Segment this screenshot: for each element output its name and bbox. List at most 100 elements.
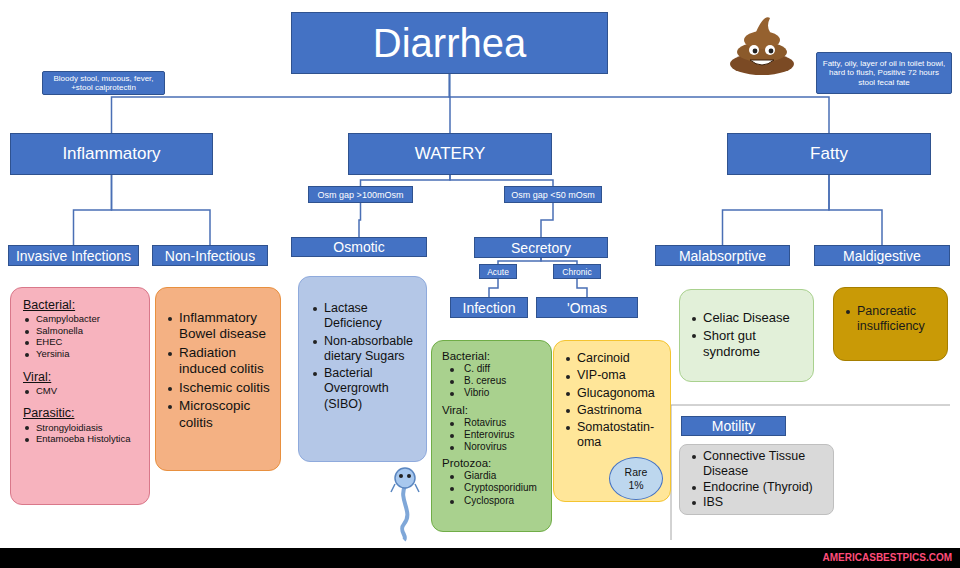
node-text: VIP-oma (564, 368, 666, 383)
tree-connector (112, 175, 211, 245)
node-text: Cyclospora (442, 495, 545, 507)
tree-connector (829, 175, 882, 245)
tree-connector (541, 203, 553, 237)
node-text: Pancreatic insufficiency (844, 304, 941, 335)
node-text: Protozoa: (442, 456, 545, 470)
node-text: Endocrine (Thyroid) (690, 480, 827, 495)
node-text: Glucagonoma (564, 386, 666, 401)
category-box: WATERY (348, 133, 552, 175)
node-text: Radiation induced colitis (166, 345, 274, 378)
tree-connector (74, 175, 112, 245)
section-divider (671, 405, 950, 540)
node-text: Parasitic: (23, 406, 141, 421)
cause-list-box: Lactase DeficiencyNon-absorbable dietary… (298, 276, 427, 462)
node-text: Somatostatin-oma (564, 420, 666, 451)
node-text: Enterovirus (442, 429, 545, 441)
node-text: Inflammatory Bowel disease (166, 310, 274, 343)
title-box: Diarrhea (291, 12, 608, 74)
node-text: WATERY (415, 144, 486, 164)
node-text: Infection (463, 300, 516, 316)
node-text: Osm gap <50 mOsm (511, 190, 594, 200)
node-text: 1% (628, 479, 643, 491)
tree-connector (723, 175, 830, 245)
node-text: Rotavirus (442, 417, 545, 429)
node-text: CMV (23, 385, 141, 397)
node-text: Giardia (442, 470, 545, 482)
node-text: Fatty (810, 144, 848, 164)
node-text: Campylobacter (23, 313, 141, 325)
node-text: Bacterial: (442, 349, 545, 363)
subcategory-box: Invasive Infections (8, 245, 139, 266)
category-box: Fatty (727, 133, 931, 175)
node-text: Celiac Disease (690, 310, 807, 326)
node-text: Cryptosporidium (442, 482, 545, 494)
node-text: Salmonella (23, 325, 141, 337)
node-text: Strongyloidiasis (23, 422, 141, 434)
node-text: Short gut syndrome (690, 328, 807, 360)
poop-emoji (730, 17, 794, 75)
node-text: IBS (690, 495, 827, 510)
tree-connector (359, 203, 361, 237)
node-text: Ischemic colitis (166, 380, 274, 396)
node-text: EHEC (23, 336, 141, 348)
cause-list-box: Bacterial:C. diffB. cereusVibrioViral:Ro… (431, 340, 552, 532)
tree-connector (489, 279, 498, 297)
node-text: 'Omas (567, 300, 607, 316)
callout-box: Fatty, oily, layer of oil in toilet bowl… (816, 52, 952, 94)
subcategory-box: Non-Infectious (152, 245, 268, 266)
node-text: Chronic (562, 267, 591, 277)
category-box: Inflammatory (10, 133, 213, 175)
node-text: Bloody stool, mucous, fever, +stool calp… (46, 74, 161, 92)
onset-chip: Chronic (553, 264, 601, 279)
node-text: Malabsorptive (679, 248, 766, 264)
node-text: Yersinia (23, 348, 141, 360)
tree-connector (361, 175, 451, 186)
subcategory-box: Secretory (474, 237, 608, 258)
cause-list-box: Connective Tissue DiseaseEndocrine (Thyr… (679, 444, 834, 515)
node-text: Carcinoid (564, 351, 666, 366)
node-text: Non-Infectious (165, 248, 255, 264)
node-text: Osm gap >100mOsm (318, 190, 404, 200)
node-text: Non-absorbable dietary Sugars (311, 334, 420, 365)
subcategory-box: Infection (450, 297, 528, 318)
watermark: AMERICASBESTPICS.COM (823, 551, 952, 565)
node-text: Vibrio (442, 387, 545, 399)
node-text: Lactase Deficiency (311, 301, 420, 332)
node-text: Norovirus (442, 441, 545, 453)
node-text: Microscopic colitis (166, 398, 274, 431)
cause-list-box: Inflammatory Bowel diseaseRadiation indu… (155, 287, 281, 471)
node-text: Rare (625, 466, 648, 478)
tree-connector (450, 175, 553, 186)
node-text: Bacterial Overgrowth (SIBO) (311, 366, 420, 412)
callout-box: Bloody stool, mucous, fever, +stool calp… (42, 71, 165, 95)
node-text: Bacterial: (23, 298, 141, 313)
cause-list-box: Celiac DiseaseShort gut syndrome (679, 289, 814, 382)
node-text: Viral: (442, 403, 545, 417)
node-text: Diarrhea (373, 21, 526, 66)
cause-list-box: Bacterial:CampylobacterSalmonellaEHECYer… (10, 287, 150, 505)
node-text: Fatty, oily, layer of oil in toilet bowl… (820, 59, 948, 87)
tree-connector (450, 74, 830, 133)
node-text: Entamoeba Histolytica (23, 433, 141, 445)
node-text: B. cereus (442, 375, 545, 387)
osm-gap-chip: Osm gap >100mOsm (308, 186, 413, 203)
node-text: Maldigestive (843, 248, 921, 264)
node-text: Viral: (23, 370, 141, 385)
cause-list-box: Pancreatic insufficiency (833, 287, 948, 361)
node-text: Osmotic (333, 239, 384, 255)
osm-gap-chip: Osm gap <50 mOsm (504, 186, 602, 203)
subcategory-box: Maldigestive (814, 245, 950, 266)
onset-chip: Acute (479, 264, 517, 279)
node-text: Inflammatory (62, 144, 160, 164)
subcategory-box: Motility (681, 416, 786, 436)
rare-circle: Rare1% (609, 457, 663, 500)
watermark-bar (0, 548, 960, 568)
node-text: Motility (712, 418, 756, 434)
node-text: Secretory (511, 240, 571, 256)
node-text: C. diff (442, 363, 545, 375)
cause-list-box: CarcinoidVIP-omaGlucagonomaGastrinomaSom… (553, 340, 671, 502)
subcategory-box: Malabsorptive (655, 245, 790, 266)
node-text: Acute (487, 267, 509, 277)
subcategory-box: Osmotic (291, 237, 427, 257)
node-text: Connective Tissue Disease (690, 449, 827, 480)
